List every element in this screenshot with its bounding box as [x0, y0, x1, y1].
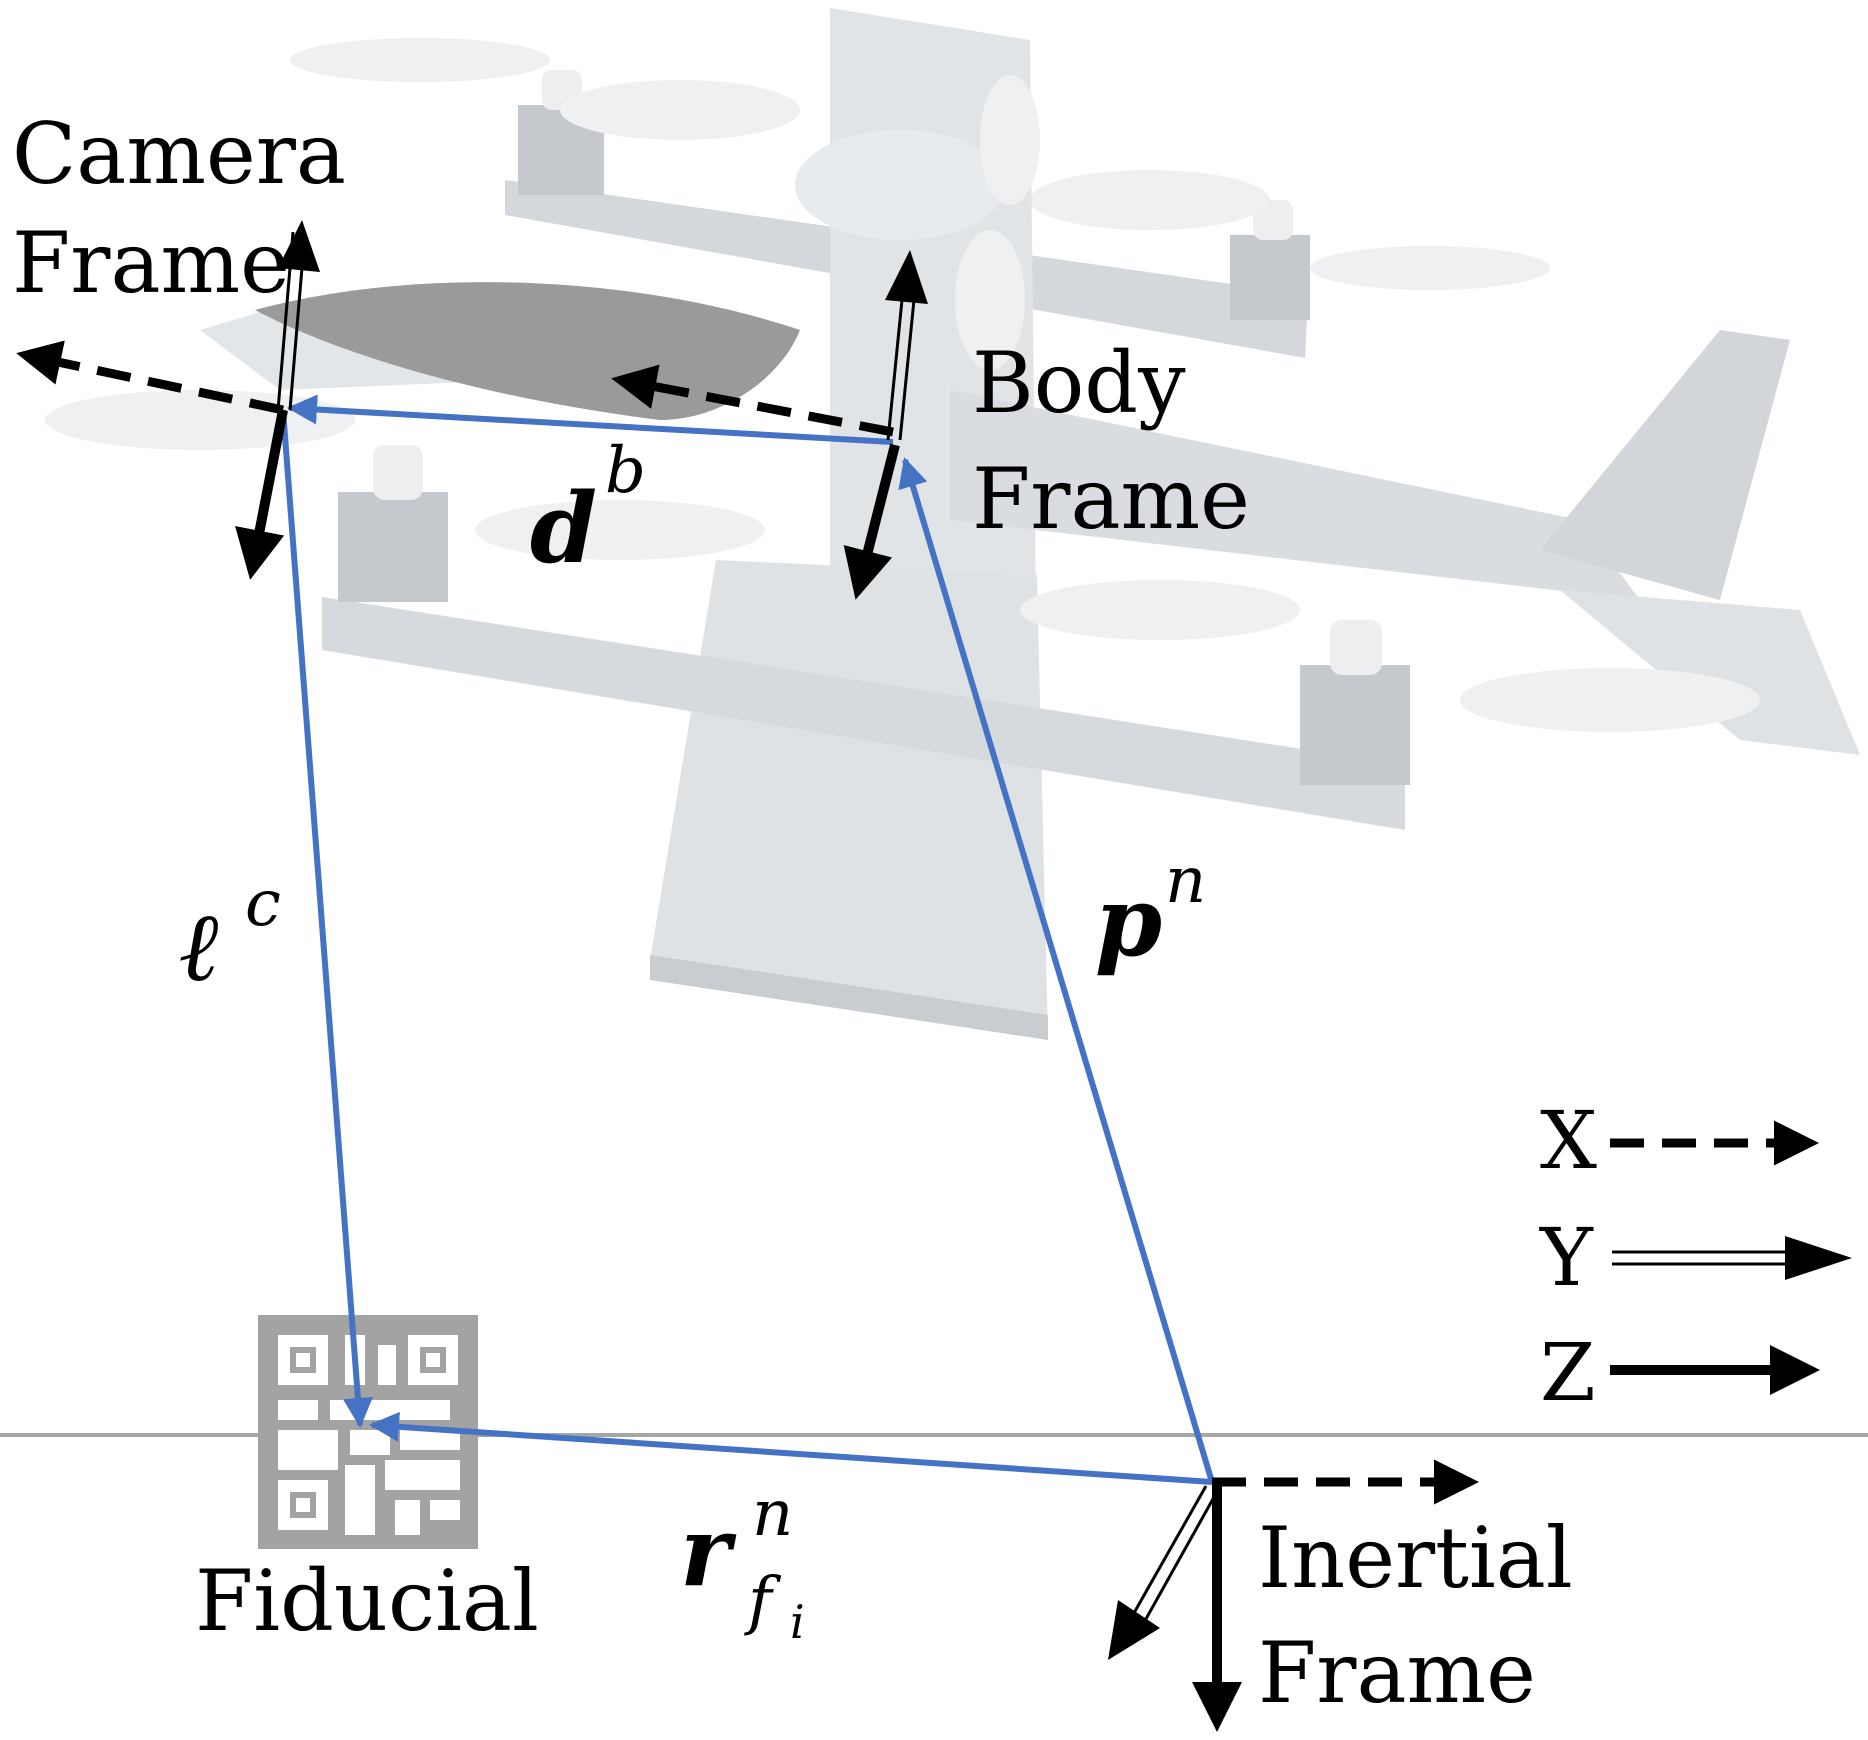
vector-d-b — [287, 394, 894, 445]
axis-legend: X Y Z — [1539, 1094, 1852, 1419]
inertial-y-axis-a — [1128, 1485, 1208, 1621]
main-wing-edge — [650, 955, 1048, 1040]
vector-d-superscript: b — [605, 434, 646, 508]
body-y-arrowhead — [885, 250, 928, 304]
body-frame-axes — [611, 250, 928, 600]
front-left-propeller-2 — [475, 500, 765, 560]
front-boom — [322, 597, 1405, 830]
rear-right-propeller-2 — [1310, 246, 1550, 290]
body-z-axis — [843, 443, 900, 600]
vector-r-symbol: r — [680, 1495, 737, 1608]
vector-r-n-fi — [369, 1411, 1213, 1485]
vector-r-subsubscript: i — [790, 1595, 805, 1649]
inertial-frame-label-line2: Frame — [1258, 1624, 1536, 1722]
front-right-propeller — [1020, 580, 1300, 640]
vector-r-label: r n f i — [680, 1477, 805, 1649]
vector-p-superscript: n — [1165, 844, 1206, 918]
legend-y-label: Y — [1539, 1211, 1594, 1304]
camera-x-axis — [16, 340, 284, 415]
vector-p-label: p n — [1095, 844, 1206, 978]
camera-frame-axes — [16, 220, 320, 580]
position-vectors — [280, 394, 1215, 1485]
camera-frame-label-line2: Frame — [12, 214, 290, 312]
inertial-frame-axes — [1108, 1459, 1479, 1732]
front-right-propeller-2 — [1460, 668, 1760, 732]
body-y-axis-a — [886, 289, 905, 441]
rear-right-motor — [1230, 235, 1310, 320]
pusher-blade-top — [980, 75, 1040, 205]
vector-l-superscript: c — [245, 867, 281, 941]
body-x-axis — [611, 364, 894, 437]
inertial-y-arrowhead — [1108, 1600, 1160, 1660]
front-left-motor-cap — [373, 445, 423, 500]
pusher-hub — [795, 130, 1005, 240]
camera-y-arrowhead — [278, 220, 320, 272]
vector-d-symbol: d — [530, 472, 597, 585]
vertical-tail — [1540, 330, 1790, 600]
rear-left-propeller-2 — [560, 80, 800, 140]
vector-p-n — [898, 457, 1215, 1483]
vector-d-label: d b — [530, 434, 646, 585]
vector-l-symbol: ℓ — [180, 890, 221, 1003]
legend-z-label: Z — [1540, 1326, 1596, 1419]
body-frame-label-line1: Body — [972, 334, 1186, 432]
vector-r-superscript: n — [752, 1477, 793, 1551]
camera-frame-label-line1: Camera — [12, 105, 346, 203]
vector-r-subscript: f — [744, 1564, 782, 1638]
vector-l-c — [280, 409, 373, 1428]
vector-l-label: ℓ c — [180, 867, 281, 1003]
front-right-motor-cap — [1330, 620, 1382, 675]
fiducial-label: Fiducial — [195, 1552, 539, 1650]
front-right-motor — [1300, 665, 1410, 785]
body-frame-label-line2: Frame — [972, 450, 1250, 548]
front-left-motor — [338, 492, 448, 602]
rear-right-propeller — [1030, 170, 1270, 230]
horizontal-tail — [1560, 590, 1860, 755]
vector-p-symbol: p — [1095, 865, 1162, 978]
inertial-y-axis-b — [1140, 1489, 1220, 1627]
front-left-propeller — [45, 390, 355, 450]
camera-z-axis — [235, 409, 288, 580]
tail-boom — [950, 390, 1640, 600]
legend-x-label: X — [1540, 1094, 1597, 1187]
body-y-axis-b — [898, 289, 917, 441]
legend-y-arrowhead — [1785, 1236, 1852, 1280]
aircraft-illustration — [45, 8, 1860, 1040]
rear-left-propeller — [290, 38, 550, 82]
inertial-frame-label-line1: Inertial — [1258, 1509, 1573, 1607]
pusher-blade-bottom — [955, 230, 1025, 370]
